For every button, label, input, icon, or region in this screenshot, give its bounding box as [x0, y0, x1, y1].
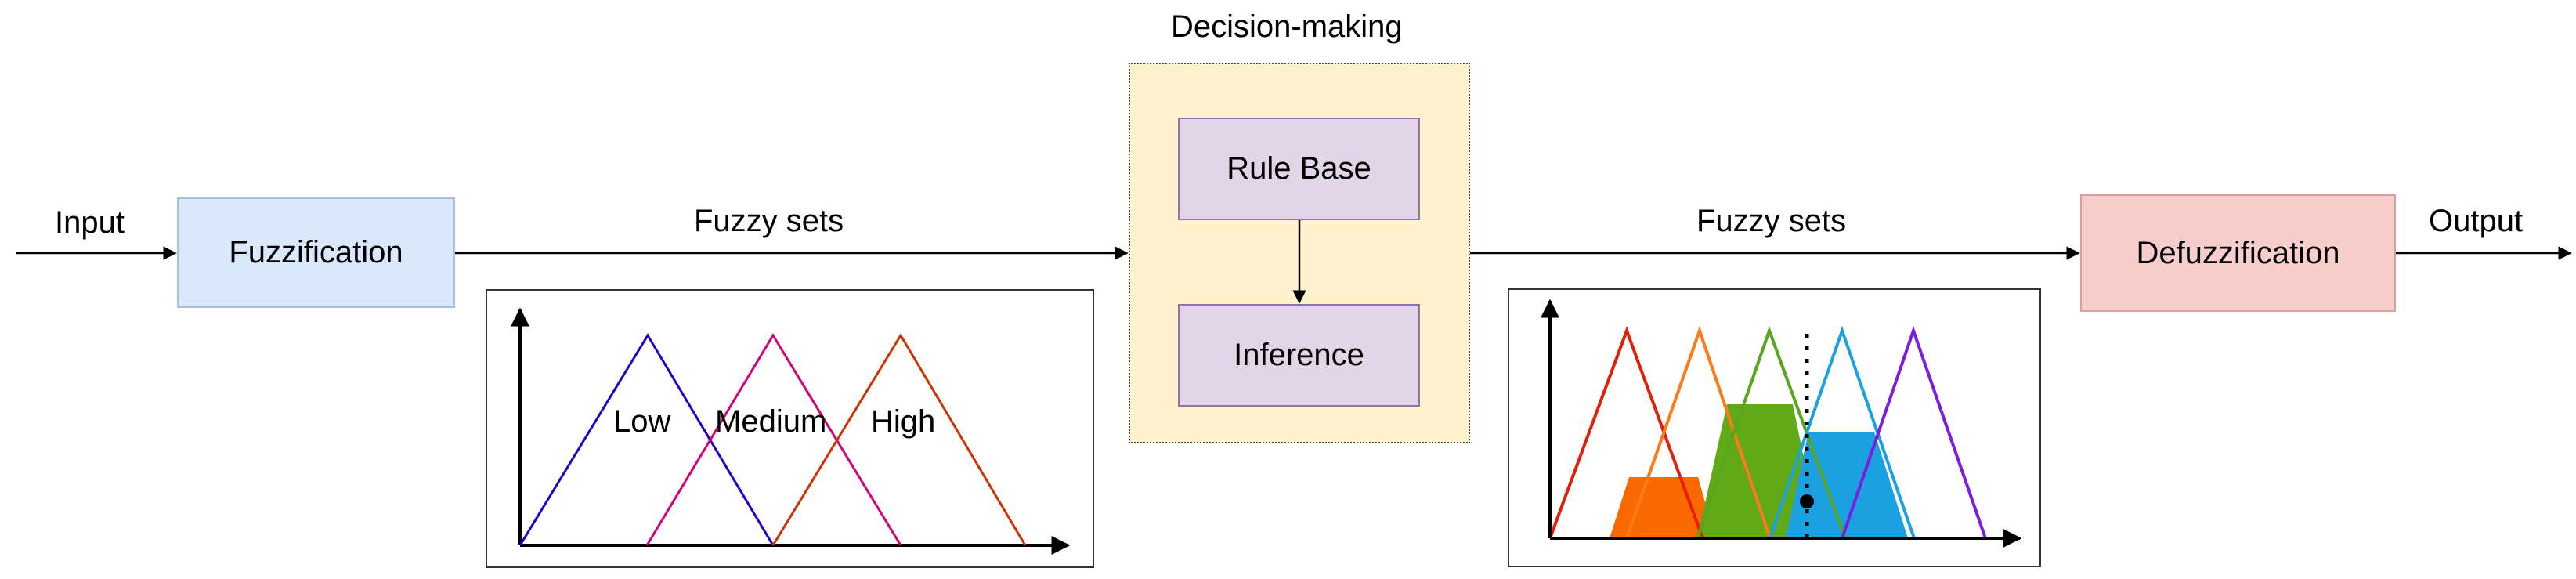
input-label: Input [55, 205, 125, 240]
centroid-point [1800, 494, 1814, 508]
medium-membership-triangle [645, 333, 902, 546]
fuzzification-box: Fuzzification [177, 197, 455, 308]
aggregated-output-svg [1541, 299, 2022, 548]
orange-clipped-region [1610, 477, 1715, 538]
rule-base-label: Rule Base [1227, 151, 1371, 186]
orange-output-triangle [1625, 325, 1772, 539]
low-set-label: Low [613, 404, 670, 439]
decision-making-title: Decision-making [1171, 9, 1403, 44]
fuzzification-label: Fuzzification [229, 235, 403, 270]
fuzzy-sets-right-label: Fuzzy sets [1696, 204, 1847, 238]
red-output-triangle [1548, 326, 1704, 539]
green-clipped-region [1697, 404, 1820, 538]
low-membership-triangle [518, 333, 775, 546]
green-output-triangle [1696, 326, 1847, 539]
blue-output-triangle [1769, 325, 1916, 539]
high-membership-triangle [771, 333, 1027, 546]
aggregated-output-plot [1508, 288, 2041, 567]
inference-label: Inference [1234, 338, 1364, 372]
defuzzification-label: Defuzzification [2136, 235, 2340, 270]
membership-functions-svg: Low Medium High [511, 307, 1071, 555]
inference-box: Inference [1178, 304, 1420, 407]
rule-base-box: Rule Base [1178, 118, 1420, 220]
medium-set-label: Medium [715, 404, 826, 439]
fuzzy-sets-left-label: Fuzzy sets [694, 204, 844, 238]
output-label: Output [2429, 204, 2524, 238]
high-set-label: High [871, 404, 935, 439]
purple-output-triangle [1841, 325, 1987, 539]
membership-functions-plot: Low Medium High [486, 289, 1094, 568]
defuzzification-box: Defuzzification [2080, 194, 2396, 312]
